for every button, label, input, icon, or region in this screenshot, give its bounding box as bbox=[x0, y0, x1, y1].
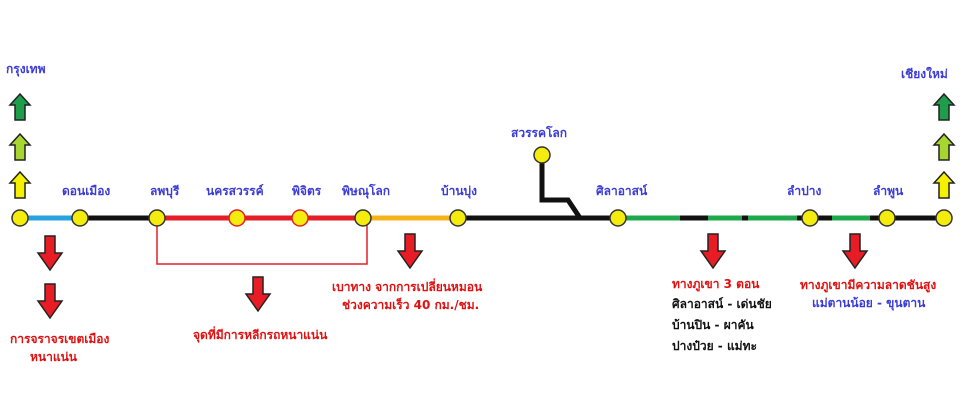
down-arrow-icon bbox=[842, 233, 868, 269]
station-dot-phitsanulok bbox=[354, 209, 372, 227]
mountain-section-3: ปางป๋วย - แม่ทะ bbox=[672, 339, 757, 353]
station-dot-bangkok bbox=[11, 209, 29, 227]
station-dot-chiang-mai bbox=[935, 209, 953, 227]
down-arrow-icon bbox=[37, 283, 63, 319]
direction-arrows-right bbox=[933, 93, 955, 199]
steep-grade-note-line-1: ทางภูเขามีความลาดชันสูง bbox=[800, 278, 937, 292]
down-arrow-icon bbox=[245, 276, 271, 312]
station-dot-lamphun bbox=[878, 209, 896, 227]
down-arrow-icon bbox=[397, 233, 423, 269]
traffic-jam-note-line-1: การจราจรเขตเมือง bbox=[10, 332, 110, 346]
up-arrow-icon bbox=[933, 171, 955, 199]
station-label-phichit: พิจิตร bbox=[292, 184, 322, 198]
endpoint-label-south: กรุงเทพ bbox=[6, 62, 46, 76]
station-dot-sawankhalok bbox=[533, 146, 551, 164]
station-markers bbox=[11, 146, 953, 227]
up-arrow-icon bbox=[933, 133, 955, 161]
station-dot-phichit bbox=[291, 209, 309, 227]
station-label-don-mueang: ดอนเมือง bbox=[62, 184, 111, 198]
station-dot-ban-bung bbox=[449, 209, 467, 227]
station-label-lampang: ลำปาง bbox=[787, 184, 822, 198]
station-label-sawankhalok: สวรรคโลก bbox=[511, 126, 568, 140]
crossing-zone-bracket bbox=[156, 225, 368, 265]
station-dot-lop-buri bbox=[148, 209, 166, 227]
up-arrow-icon bbox=[933, 93, 955, 121]
station-dot-sila-at bbox=[609, 209, 627, 227]
station-label-lop-buri: ลพบุรี bbox=[150, 184, 180, 198]
up-arrow-icon bbox=[9, 171, 31, 199]
station-dot-nakhon-sawan bbox=[228, 209, 246, 227]
station-label-phitsanulok: พิษณุโลก bbox=[342, 184, 391, 198]
station-label-nakhon-sawan: นครสวรรค์ bbox=[206, 184, 264, 198]
branch-track-sawankhalok bbox=[539, 155, 583, 220]
endpoint-label-north: เชียงใหม่ bbox=[901, 67, 948, 81]
station-dot-don-mueang bbox=[71, 209, 89, 227]
down-arrow-icon bbox=[37, 235, 63, 271]
station-label-ban-bung: บ้านบุ่ง bbox=[441, 184, 478, 198]
station-dot-lampang bbox=[801, 209, 819, 227]
station-label-lamphun: ลำพูน bbox=[873, 184, 904, 198]
station-label-sila-at: ศิลาอาสน์ bbox=[596, 184, 648, 198]
direction-arrows-left bbox=[9, 93, 31, 199]
crossing-note: จุดที่มีการหลีกรถหนาแน่น bbox=[193, 328, 328, 342]
mountain-section-1: ศิลาอาสน์ - เด่นชัย bbox=[672, 297, 772, 311]
steep-grade-note-line-2: แม่ตานน้อย - ขุนตาน bbox=[812, 296, 926, 310]
up-arrow-icon bbox=[9, 133, 31, 161]
up-arrow-icon bbox=[9, 93, 31, 121]
slow-zone-note-line-2: ช่วงความเร็ว 40 กม./ชม. bbox=[342, 298, 480, 312]
down-arrow-icon bbox=[700, 233, 726, 269]
mountain-section-2: บ้านปิน - ผาคัน bbox=[672, 318, 754, 332]
slow-zone-note-line-1: เบาทาง จากการเปลี่ยนหมอน bbox=[332, 280, 483, 294]
traffic-jam-note-line-2: หนาแน่น bbox=[30, 350, 77, 364]
mountain-note-title: ทางภูเขา 3 ตอน bbox=[672, 277, 760, 291]
